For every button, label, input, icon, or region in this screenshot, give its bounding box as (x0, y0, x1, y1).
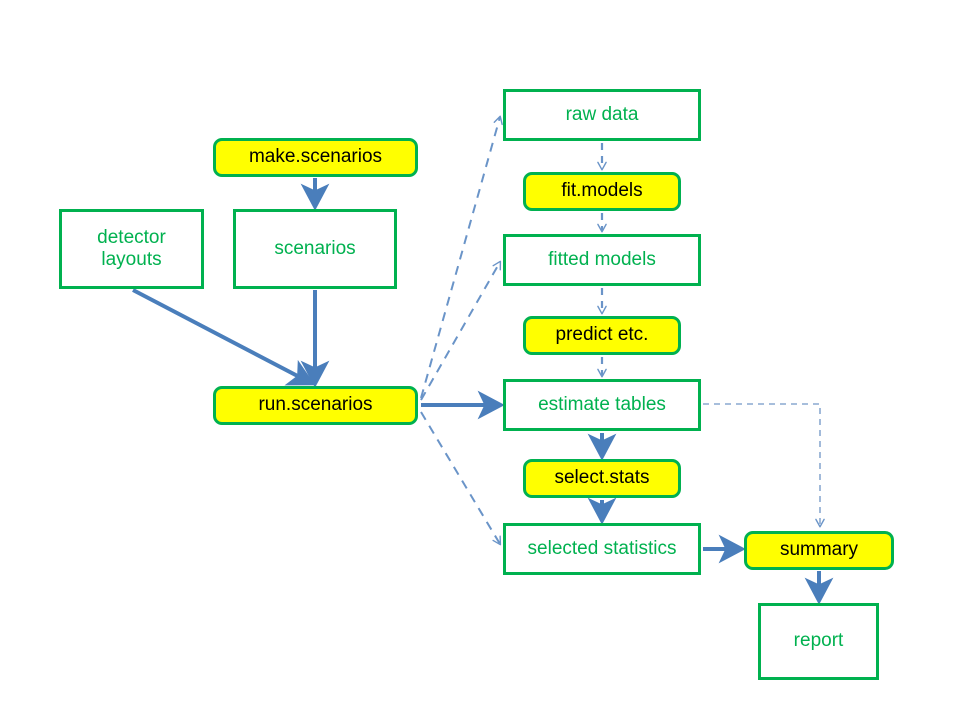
node-label: estimate tables (538, 393, 666, 415)
node-detector-layouts[interactable]: detector layouts (59, 209, 204, 289)
node-raw-data[interactable]: raw data (503, 89, 701, 141)
node-label: make.scenarios (248, 146, 383, 168)
node-label: detector layouts (97, 226, 166, 270)
node-label: scenarios (274, 237, 356, 259)
node-label: report (793, 630, 844, 652)
node-run-scenarios[interactable]: run.scenarios (213, 386, 418, 425)
node-label: fit.models (561, 180, 643, 202)
node-label: fitted models (548, 248, 656, 270)
node-scenarios[interactable]: scenarios (233, 209, 397, 289)
edge-detector-to-run (132, 288, 316, 386)
node-label: select.stats (554, 467, 650, 489)
edge-run-to-selectedstats (420, 411, 502, 546)
edge-run-to-rawdata (420, 115, 503, 399)
node-label: predict etc. (555, 324, 649, 346)
node-label: raw data (565, 103, 639, 125)
node-report[interactable]: report (758, 603, 879, 680)
node-selected-statistics[interactable]: selected statistics (503, 523, 701, 575)
node-summary[interactable]: summary (744, 531, 894, 570)
node-fitted-models[interactable]: fitted models (503, 234, 701, 286)
node-fit-models[interactable]: fit.models (523, 172, 681, 211)
node-estimate-tables[interactable]: estimate tables (503, 379, 701, 431)
node-label: summary (779, 539, 859, 561)
edge-estimate-to-summary (703, 403, 825, 528)
node-label: selected statistics (527, 537, 677, 559)
node-make-scenarios[interactable]: make.scenarios (213, 138, 418, 177)
node-select-stats[interactable]: select.stats (523, 459, 681, 498)
node-predict-etc[interactable]: predict etc. (523, 316, 681, 355)
edge-run-to-fittedmodels (420, 260, 502, 401)
node-label: run.scenarios (258, 394, 373, 416)
